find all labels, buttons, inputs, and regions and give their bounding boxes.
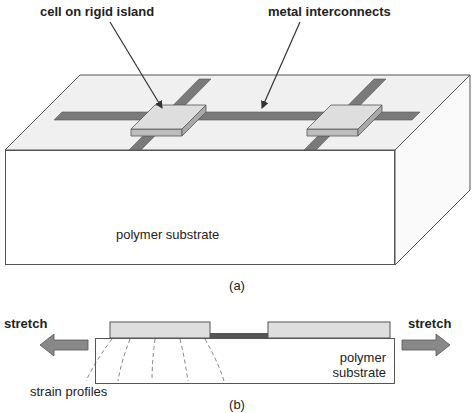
strain-profiles xyxy=(86,339,224,381)
rigid-island xyxy=(131,105,206,129)
substrate-box: polymer substrate xyxy=(95,338,395,384)
substrate-front xyxy=(5,150,395,265)
leader-arrow xyxy=(262,22,300,108)
metal-interconnect xyxy=(304,79,386,150)
label: strain profiles xyxy=(30,384,107,399)
substrate-box: polymer substrate xyxy=(5,150,395,265)
stretch-arrow xyxy=(40,334,88,356)
rigid-island xyxy=(110,322,210,338)
island-side xyxy=(131,129,182,136)
rigid-island xyxy=(307,105,382,129)
label: stretch xyxy=(408,316,451,331)
label: metal interconnects xyxy=(268,4,391,19)
label: (b) xyxy=(229,397,245,412)
label: (a) xyxy=(229,278,245,293)
label: stretch xyxy=(4,316,47,331)
label: cell on rigid island xyxy=(40,4,154,19)
metal-interconnect xyxy=(129,79,211,150)
rigid-island xyxy=(268,322,390,338)
substrate-side xyxy=(395,75,470,265)
node-text: polymer substrate xyxy=(316,350,386,380)
island-side xyxy=(307,129,358,136)
stretch-arrow xyxy=(402,334,450,356)
substrate-section xyxy=(95,338,395,384)
leader-arrow xyxy=(110,22,162,108)
substrate-top xyxy=(5,75,470,150)
node-text: polymer substrate xyxy=(116,227,219,242)
